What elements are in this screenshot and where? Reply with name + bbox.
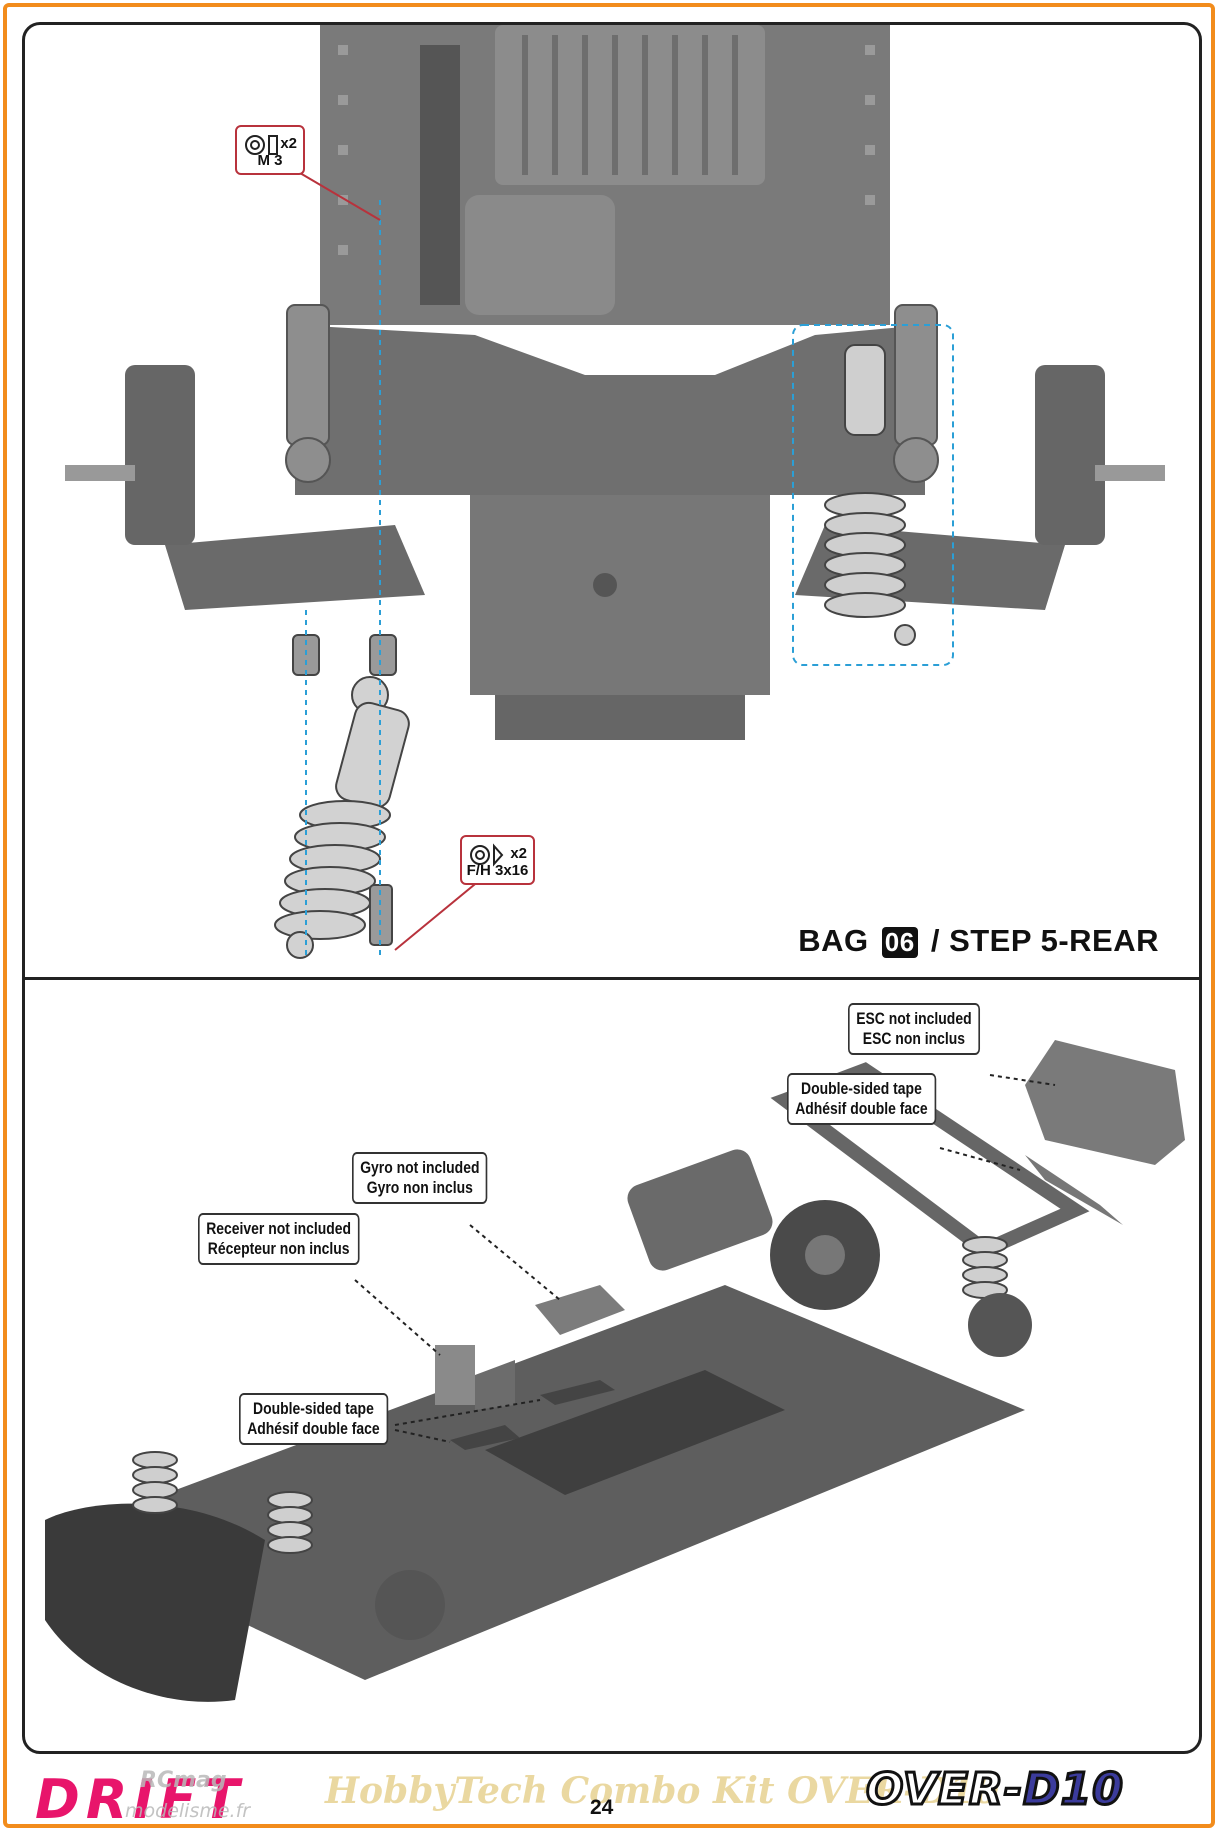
left-suspension-arm xyxy=(165,525,425,610)
hardware-screw-callout: x2 F/H 3x16 xyxy=(460,835,535,885)
receiver-unit xyxy=(435,1345,475,1405)
watermark-site: RCmag xyxy=(140,1768,227,1793)
center-block xyxy=(470,495,770,695)
front-shocks xyxy=(132,1451,313,1554)
logo-part: OVER- xyxy=(864,1763,1024,1817)
mounted-shock xyxy=(824,344,916,646)
hardware-nut-callout: x2 M 3 xyxy=(235,125,305,175)
chassis-bottom xyxy=(495,695,745,740)
gyro-tape xyxy=(540,1380,615,1405)
ball-studs xyxy=(292,634,397,946)
step-label: / STEP 5-REAR xyxy=(930,923,1159,958)
callout-line: Adhésif double face xyxy=(795,1099,928,1118)
callout-line: Récepteur non inclus xyxy=(207,1239,350,1258)
battery-tray xyxy=(485,1370,785,1495)
page-number: 24 xyxy=(590,1796,614,1819)
loose-shock xyxy=(274,676,410,959)
spur-gear xyxy=(420,45,460,305)
gyro-callout: Gyro not included Gyro non inclus xyxy=(352,1152,488,1204)
bag-label: BAG xyxy=(798,923,869,958)
rear-bulkhead xyxy=(295,325,925,495)
front-hub xyxy=(375,1570,445,1640)
nut-icon xyxy=(245,135,278,155)
callout-line: ESC not included xyxy=(856,1009,972,1028)
watermark-site: modelisme.fr xyxy=(125,1800,251,1822)
callout-line: Gyro not included xyxy=(360,1158,480,1177)
callout-line: Gyro non inclus xyxy=(366,1178,473,1197)
hardware-size: F/H 3x16 xyxy=(466,862,529,879)
esc-tape-callout: Double-sided tape Adhésif double face xyxy=(787,1073,936,1125)
watermark-text: HobbyTech Combo Kit OVER-D10 xyxy=(325,1770,1000,1812)
instruction-panel: x2 M 3 x2 F/H 3x16 BAG 06 / STEP 5-REAR xyxy=(22,22,1202,1754)
callout-line: Double-sided tape xyxy=(253,1399,374,1418)
drift-logo: DRIFT xyxy=(35,1768,246,1831)
receiver-tape xyxy=(450,1425,520,1450)
receiver-tape-callout: Double-sided tape Adhésif double face xyxy=(239,1393,388,1445)
rear-hub xyxy=(968,1293,1032,1357)
motor xyxy=(495,25,765,185)
section-divider xyxy=(25,977,1199,980)
esc-callout: ESC not included ESC non inclus xyxy=(848,1003,980,1055)
hardware-quantity: x2 xyxy=(280,135,297,152)
hardware-quantity: x2 xyxy=(510,845,527,862)
logo-part: D10 xyxy=(1022,1763,1125,1817)
over-d10-logo: OVER-D10 xyxy=(864,1763,1125,1817)
step-title: BAG 06 / STEP 5-REAR xyxy=(798,923,1159,959)
bag-number: 06 xyxy=(881,927,918,958)
callout-line: Double-sided tape xyxy=(801,1079,922,1098)
leader-line xyxy=(299,172,381,221)
screw-icon xyxy=(470,843,504,867)
callout-line: ESC non inclus xyxy=(862,1029,966,1048)
front-bumper xyxy=(45,1503,265,1702)
electronics-illustration xyxy=(45,1040,1185,1702)
mounted-shock-highlight xyxy=(792,324,954,666)
main-chassis xyxy=(55,1285,1025,1680)
gearbox xyxy=(465,195,615,315)
callout-leaders xyxy=(354,1074,1056,1443)
rear-shock xyxy=(962,1236,1008,1299)
esc-unit xyxy=(1025,1040,1185,1165)
gyro-unit xyxy=(535,1285,625,1335)
motor xyxy=(627,1149,773,1271)
esc-tape xyxy=(1025,1155,1123,1225)
left-axle xyxy=(65,465,135,481)
right-hub xyxy=(1035,365,1105,545)
right-axle xyxy=(1095,465,1165,481)
leader-line xyxy=(394,879,481,951)
hardware-size: M 3 xyxy=(257,152,283,169)
left-hub xyxy=(125,365,195,545)
rear-assembly-illustration xyxy=(65,25,1165,959)
receiver-callout: Receiver not included Récepteur non incl… xyxy=(198,1213,360,1265)
callout-line: Adhésif double face xyxy=(247,1419,380,1438)
assembly-guides xyxy=(305,200,381,955)
page-border xyxy=(3,3,1215,1828)
callout-line: Receiver not included xyxy=(206,1219,352,1238)
